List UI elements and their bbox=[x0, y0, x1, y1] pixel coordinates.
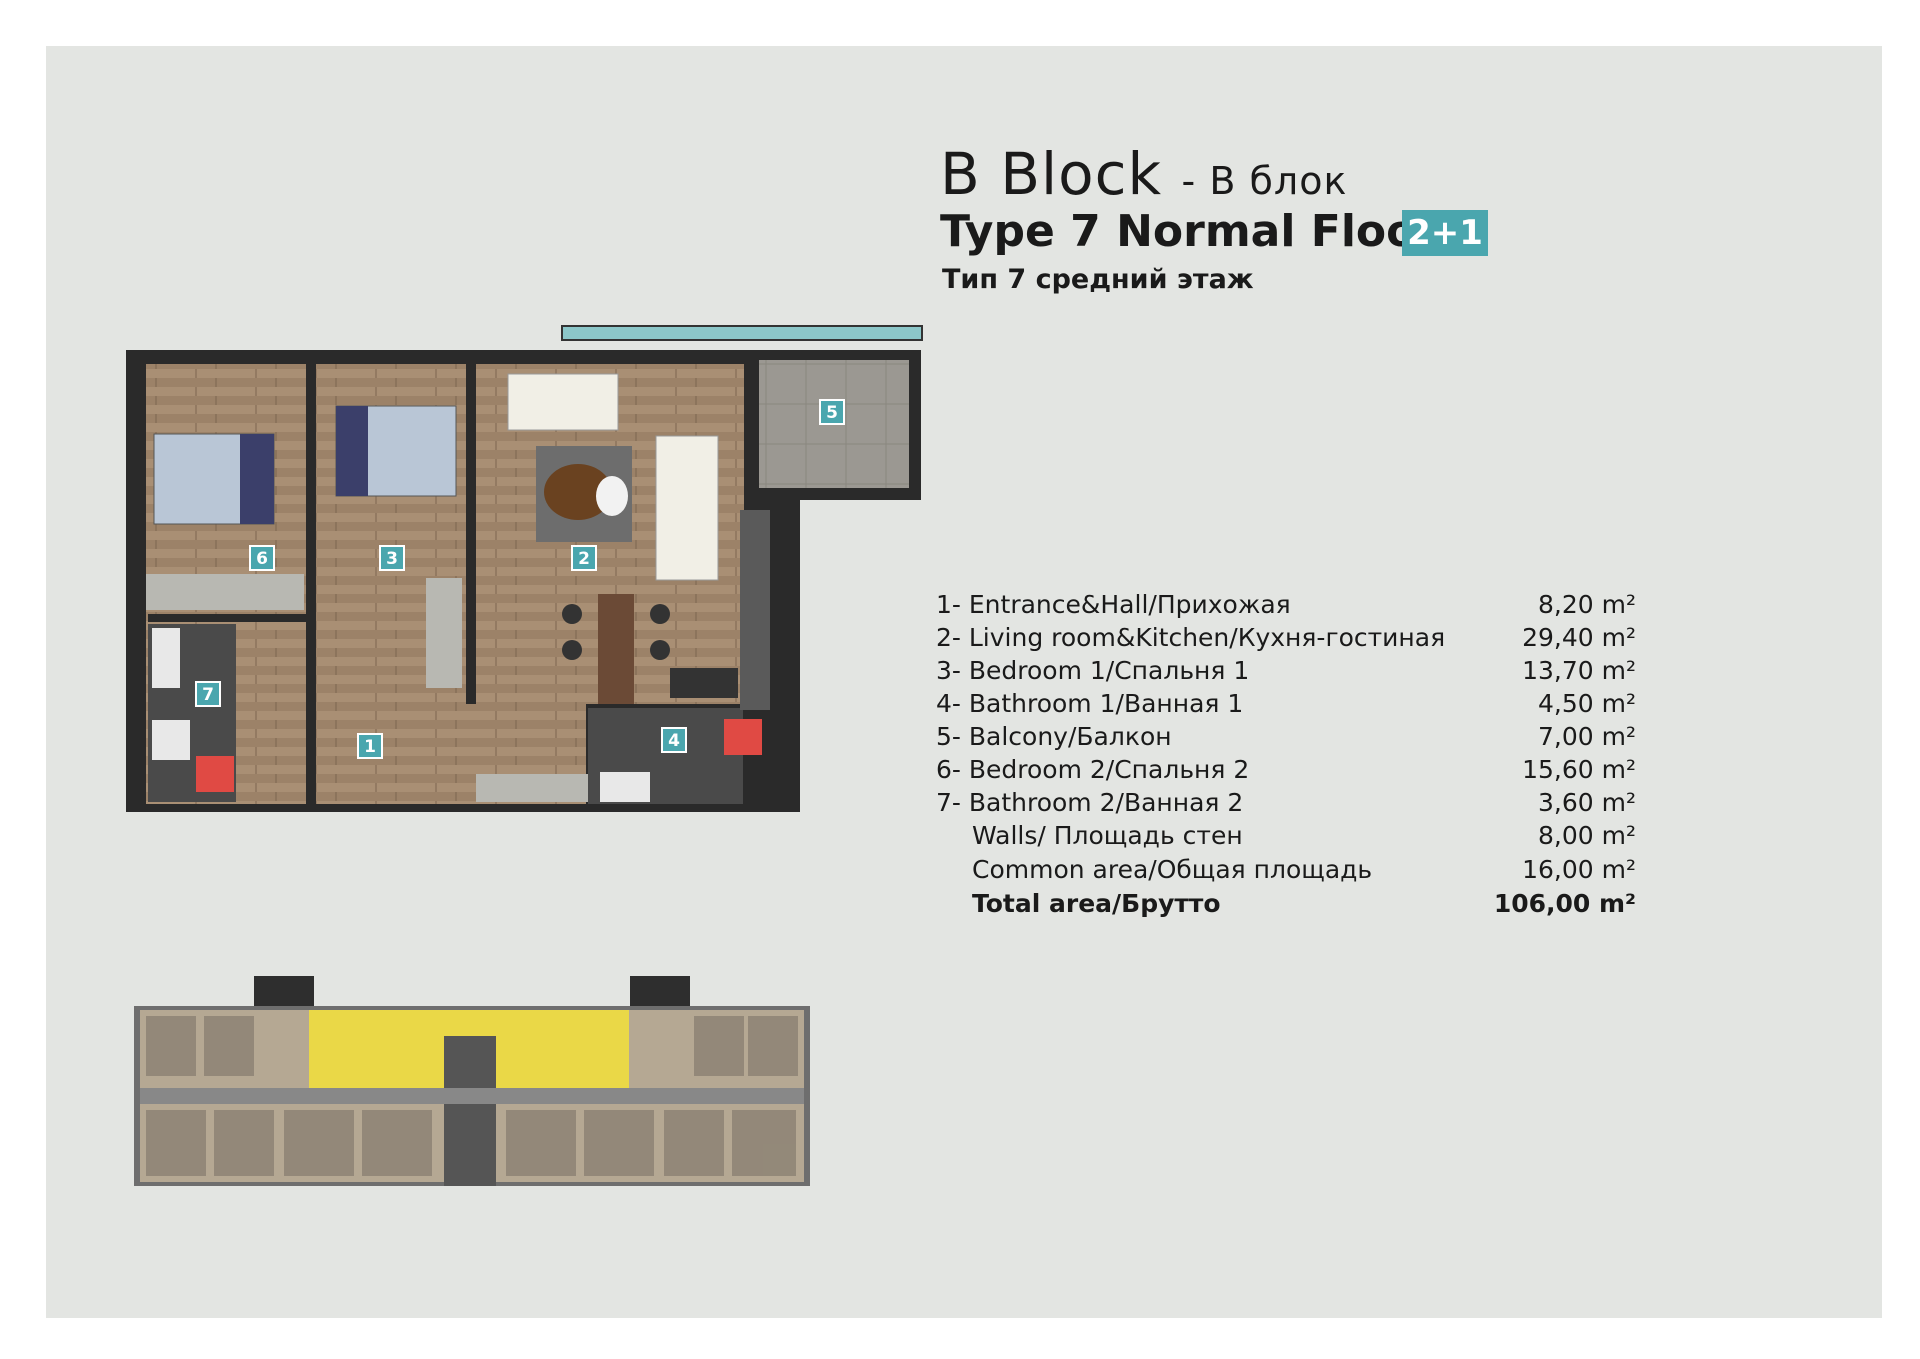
legend-value: 15,60 m² bbox=[1522, 755, 1636, 784]
room-number-5: 5 bbox=[819, 399, 845, 425]
legend-label: Common area/Общая площадь bbox=[972, 855, 1373, 884]
legend-label: 6- Bedroom 2/Спальня 2 bbox=[936, 755, 1250, 784]
legend-row: 2- Living room&Kitchen/Кухня-гостиная 29,… bbox=[936, 623, 1636, 656]
room-number-7: 7 bbox=[195, 681, 221, 707]
total-value: 106,00 m² bbox=[1493, 889, 1636, 918]
legend-label: 3- Bedroom 1/Спальня 1 bbox=[936, 656, 1250, 685]
floor-type-title: Type 7 Normal Floor bbox=[940, 206, 1439, 257]
legend-row: 3- Bedroom 1/Спальня 1 13,70 m² bbox=[936, 656, 1636, 689]
legend-value: 4,50 m² bbox=[1538, 689, 1636, 718]
floor-type-title-ru: Тип 7 средний этаж bbox=[942, 264, 1254, 295]
legend-label: 5- Balcony/Балкон bbox=[936, 722, 1172, 751]
svg-text:2: 2 bbox=[578, 549, 590, 569]
block-name: B Block bbox=[940, 140, 1163, 208]
legend-row: 1- Entrance&Hall/Прихожая 8,20 m² bbox=[936, 590, 1636, 623]
legend-value: 3,60 m² bbox=[1538, 788, 1636, 817]
legend-row: 5- Balcony/Балкон 7,00 m² bbox=[936, 722, 1636, 755]
svg-text:7: 7 bbox=[202, 685, 214, 705]
svg-text:4: 4 bbox=[668, 731, 680, 751]
svg-text:5: 5 bbox=[826, 403, 838, 423]
legend-label: 1- Entrance&Hall/Прихожая bbox=[936, 590, 1291, 619]
room-number-1: 1 bbox=[357, 733, 383, 759]
legend-value: 7,00 m² bbox=[1538, 722, 1636, 751]
legend-row: 7- Bathroom 2/Ванная 2 3,60 m² bbox=[936, 788, 1636, 821]
svg-text:3: 3 bbox=[386, 549, 398, 569]
apartment-floor-plan: 6 3 2 5 7 1 4 bbox=[126, 325, 923, 812]
legend-label: 2- Living room&Kitchen/Кухня-гостиная bbox=[936, 623, 1446, 652]
room-number-3: 3 bbox=[379, 545, 405, 571]
svg-text:6: 6 bbox=[256, 549, 268, 569]
legend-row: 6- Bedroom 2/Спальня 2 15,60 m² bbox=[936, 755, 1636, 788]
legend-row: Walls/ Площадь стен 8,00 m² bbox=[936, 821, 1636, 855]
room-number-4: 4 bbox=[661, 727, 687, 753]
legend-value: 29,40 m² bbox=[1522, 623, 1636, 652]
legend-label: Walls/ Площадь стен bbox=[972, 821, 1243, 850]
total-label: Total area/Брутто bbox=[972, 889, 1221, 918]
floor-key-plan bbox=[134, 976, 810, 1186]
block-title: B Block - B блок bbox=[940, 140, 1347, 208]
rooms-badge: 2+1 bbox=[1402, 210, 1488, 256]
total-row: Total area/Брутто 106,00 m² bbox=[936, 889, 1636, 923]
legend-label: 4- Bathroom 1/Ванная 1 bbox=[936, 689, 1244, 718]
legend-value: 16,00 m² bbox=[1522, 855, 1636, 884]
legend-row: Common area/Общая площадь 16,00 m² bbox=[936, 855, 1636, 889]
svg-text:1: 1 bbox=[364, 737, 376, 757]
area-legend: 1- Entrance&Hall/Прихожая 8,20 m² 2- Livi… bbox=[936, 590, 1636, 923]
legend-label: 7- Bathroom 2/Ванная 2 bbox=[936, 788, 1244, 817]
room-number-6: 6 bbox=[249, 545, 275, 571]
legend-value: 8,20 m² bbox=[1538, 590, 1636, 619]
legend-value: 8,00 m² bbox=[1538, 821, 1636, 850]
room-number-2: 2 bbox=[571, 545, 597, 571]
legend-row: 4- Bathroom 1/Ванная 1 4,50 m² bbox=[936, 689, 1636, 722]
block-name-ru: - B блок bbox=[1181, 159, 1348, 203]
legend-value: 13,70 m² bbox=[1522, 656, 1636, 685]
